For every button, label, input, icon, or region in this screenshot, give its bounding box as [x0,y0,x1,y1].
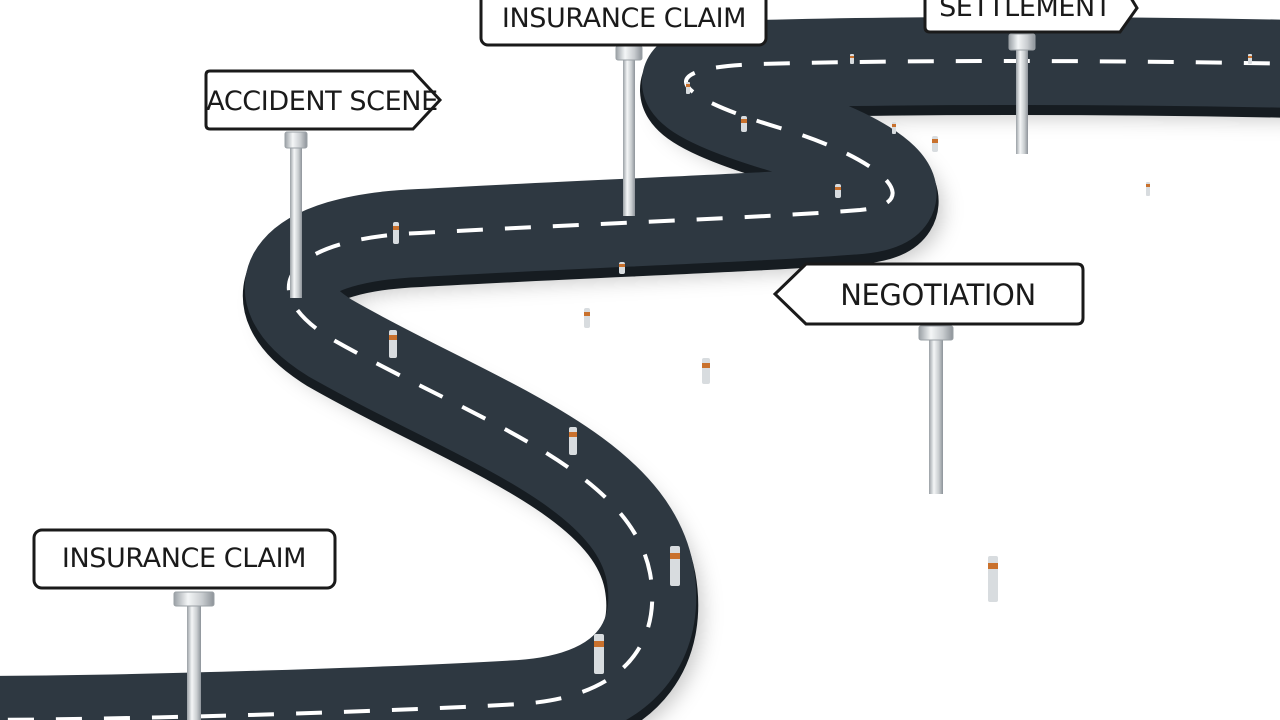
bollard [835,184,841,198]
sign-insurance-claim-top: INSURANCE CLAIM [479,0,768,216]
bollard [988,556,998,602]
bollard [584,308,590,328]
bollard [1146,182,1150,196]
signpost-pole [290,140,302,298]
bollard [850,54,854,64]
bollard [619,262,625,274]
bollard [702,358,710,384]
bollard [892,122,896,134]
signpost-pole [929,334,943,494]
sign-label: ACCIDENT SCENE [206,86,438,117]
sign-label: INSURANCE CLAIM [502,3,746,34]
bollard [393,222,399,244]
bollard [741,116,747,132]
bollard [389,330,397,358]
sign-label: INSURANCE CLAIM [62,543,306,574]
sign-negotiation: NEGOTIATION [772,262,1085,494]
sign-label: NEGOTIATION [840,278,1036,312]
bollard [686,82,690,94]
signpost-pole [1016,40,1028,154]
sign-board [32,528,337,590]
road-center-line [0,59,1280,720]
bollard [594,634,604,674]
sign-label: SETTLEMENT [939,0,1112,23]
bollard [932,136,938,152]
sign-board [772,262,1085,326]
bollards [389,54,1252,674]
bollard [1248,54,1252,64]
sign-insurance-claim-bottom: INSURANCE CLAIM [32,528,337,720]
sign-board [923,0,1139,34]
signpost-pole [623,56,635,216]
bollard [569,427,577,455]
sign-board [204,69,443,131]
sign-accident-scene: ACCIDENT SCENE [204,69,443,298]
signpost-pole [187,602,201,720]
sign-settlement: SETTLEMENT [923,0,1139,154]
bollard [670,546,680,586]
sign-board [479,0,768,47]
